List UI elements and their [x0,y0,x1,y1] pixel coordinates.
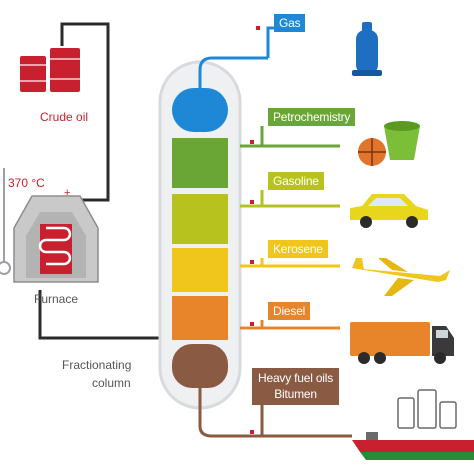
tanks-and-ship-icon [352,389,474,460]
fraction-label-gas: Gas [274,14,306,32]
fraction-label-gasoline: Gasoline [268,172,324,190]
column-segment-1 [172,88,228,132]
product-pipe-2 [240,126,340,148]
column-segment-2 [172,138,228,188]
valve-marker [256,26,260,30]
product-pipe-4 [240,258,340,268]
fraction-name-secondary: Bitumen [274,386,317,401]
valve-marker [250,140,254,144]
svg-text:+: + [64,187,70,199]
valve-marker [250,430,254,434]
valve-marker [250,260,254,264]
fractionating-column [158,60,242,410]
column-label-line1: Fractionating [62,358,132,372]
fraction-label-kerosene: Kerosene [268,240,328,258]
temperature-label: 370 °C [8,176,45,190]
crude-feed-pipe [60,22,110,202]
crude-oil-label: Crude oil [40,110,89,124]
airplane-icon [352,258,450,296]
fraction-label-diesel: Diesel [268,302,311,320]
ball-and-bucket-icon [358,121,420,166]
fraction-name: Heavy fuel oils [258,371,334,385]
column-label-line2: column [92,376,131,390]
crude-oil-barrels-icon [20,48,80,92]
column-segment-5 [172,296,228,340]
column-segment-3 [172,194,228,244]
truck-icon [350,322,454,364]
valve-marker [250,200,254,204]
car-icon [350,194,428,228]
product-pipe-5 [240,320,340,330]
column-segment-6 [172,344,228,388]
fraction-label-petrochemistry: Petrochemistry [268,108,356,126]
valve-marker [250,322,254,326]
furnace-icon: + [13,187,99,283]
column-feed-pipe [38,290,170,340]
product-pipe-3 [240,190,340,208]
column-segment-4 [172,248,228,292]
gas-cylinder-icon [352,22,382,76]
furnace-label: Furnace [34,292,79,306]
